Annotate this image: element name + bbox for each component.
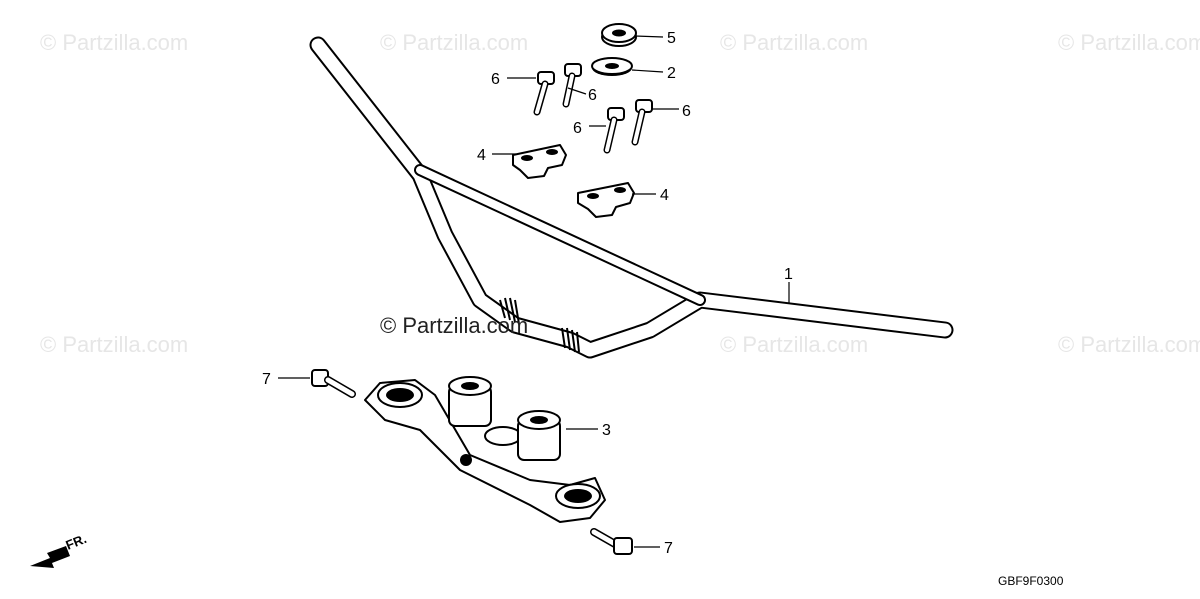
upper-clamp-part[interactable] bbox=[577, 182, 635, 218]
diagram-code: GBF9F0300 bbox=[998, 574, 1064, 588]
callout-label: 5 bbox=[667, 30, 676, 47]
watermark-text: © Partzilla.com bbox=[40, 332, 188, 357]
washer-part[interactable] bbox=[591, 57, 633, 76]
callout-label: 7 bbox=[664, 540, 673, 557]
callout-label: 6 bbox=[588, 87, 597, 104]
direction-label: FR. bbox=[64, 531, 89, 553]
callout-label: 3 bbox=[602, 422, 611, 439]
watermark-text: © Partzilla.com bbox=[380, 30, 528, 55]
pinch-bolt-part[interactable] bbox=[590, 528, 633, 555]
watermark-text: © Partzilla.com bbox=[1058, 30, 1200, 55]
callout-label: 6 bbox=[682, 103, 691, 120]
watermark-group: © Partzilla.com © Partzilla.com © Partzi… bbox=[40, 30, 1200, 357]
watermark-text: © Partzilla.com bbox=[720, 30, 868, 55]
callout-label: 1 bbox=[784, 266, 793, 283]
watermark-main: © Partzilla.com bbox=[380, 313, 528, 338]
bolt-part[interactable] bbox=[562, 63, 582, 108]
watermark-text: © Partzilla.com bbox=[720, 332, 868, 357]
callout-labels: 5 2 6 6 6 6 4 4 1 3 7 7 bbox=[262, 30, 793, 557]
handlebar-part[interactable] bbox=[309, 36, 954, 359]
bolt-part[interactable] bbox=[603, 107, 625, 154]
pinch-bolt-part[interactable] bbox=[311, 369, 356, 398]
front-direction-arrow-icon: FR. bbox=[30, 531, 89, 568]
callout-label: 4 bbox=[660, 187, 669, 204]
watermark-text: © Partzilla.com bbox=[40, 30, 188, 55]
upper-clamp-part[interactable] bbox=[512, 144, 567, 179]
watermark-text: © Partzilla.com bbox=[1058, 332, 1200, 357]
bolt-part[interactable] bbox=[631, 99, 653, 146]
callout-label: 6 bbox=[491, 71, 500, 88]
bolt-part[interactable] bbox=[533, 71, 555, 116]
top-bridge-part[interactable] bbox=[364, 376, 606, 523]
callout-label: 7 bbox=[262, 371, 271, 388]
callout-label: 6 bbox=[573, 120, 582, 137]
callout-label: 4 bbox=[477, 147, 486, 164]
callout-label: 2 bbox=[667, 65, 676, 82]
knurl-marking bbox=[499, 297, 580, 353]
leader-lines bbox=[278, 35, 790, 548]
nut-part[interactable] bbox=[601, 23, 637, 47]
